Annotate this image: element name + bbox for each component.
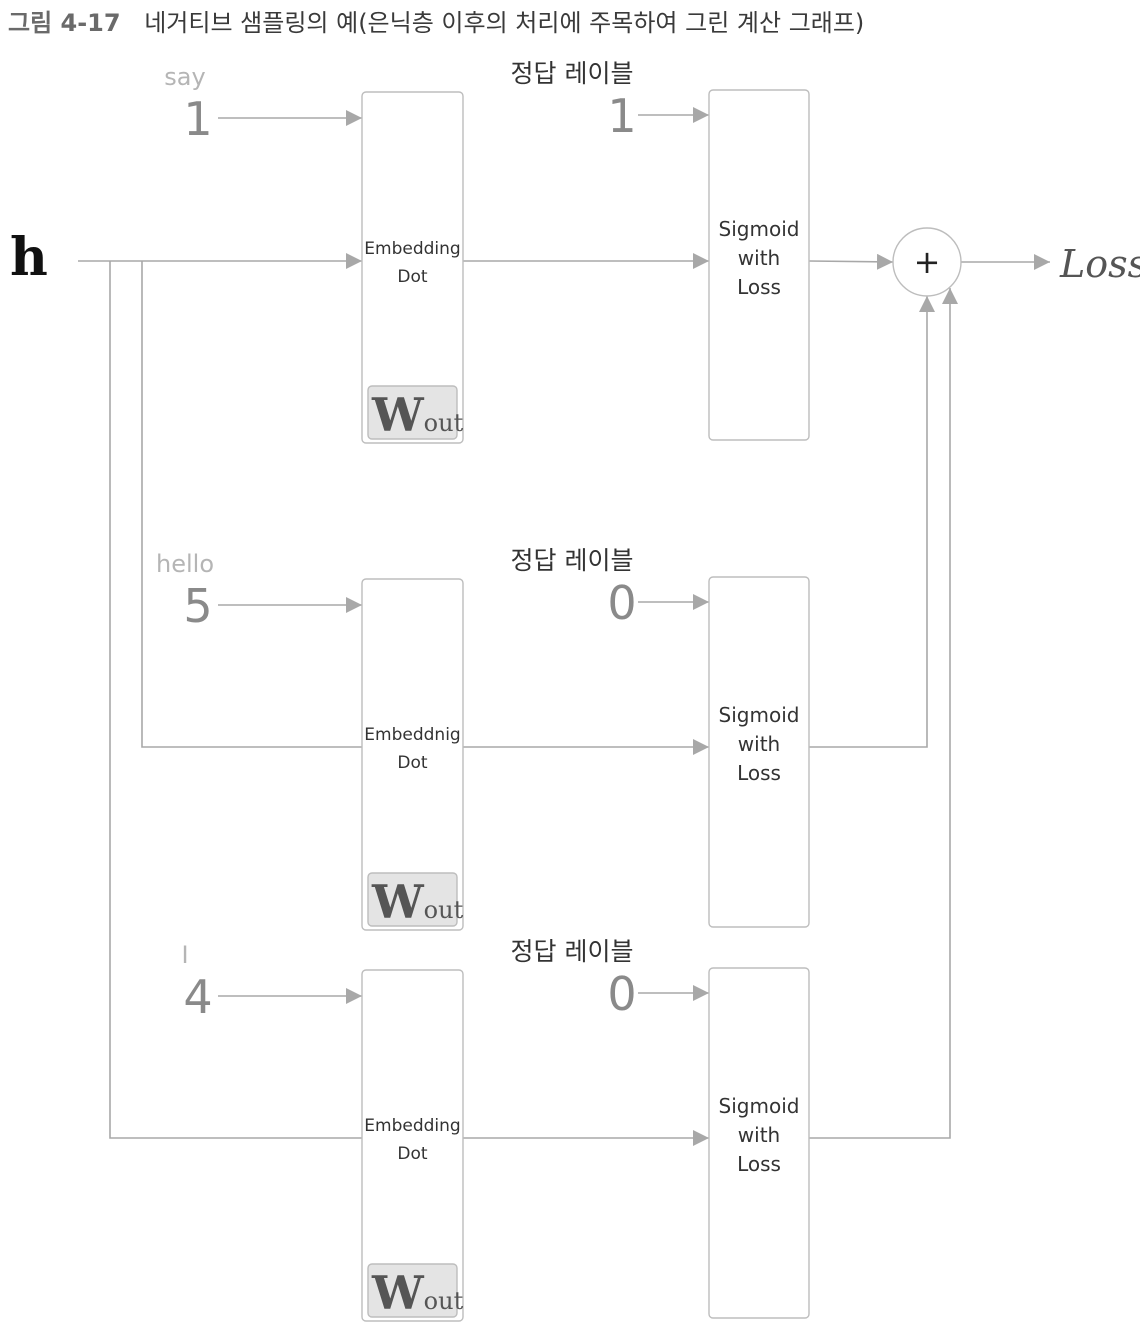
weight-main-3: W (371, 1266, 425, 1320)
word-label-1: say (164, 63, 205, 91)
embed-label-line-3-1: Embedding (364, 1116, 460, 1136)
embedding-dot-box-3 (361, 969, 464, 1322)
sigmoid-loss-box-3 (708, 967, 810, 1319)
word-index-2: 5 (183, 579, 212, 633)
embedding-dot-box-2 (361, 578, 464, 931)
embed-label-line-2-2: Dot (397, 753, 427, 773)
embed-label-line-1-2: Dot (397, 267, 427, 287)
embed-label-line-3-2: Dot (397, 1144, 427, 1164)
word-index-1: 1 (183, 92, 212, 146)
sigmoid-label-line-1-3: Loss (737, 275, 781, 299)
answer-heading-3: 정답 레이블 (511, 937, 634, 966)
sigmoid-label-line-2-3: Loss (737, 761, 781, 785)
output-loss-label: Loss (1059, 242, 1140, 286)
weight-sub-3: out (424, 1287, 464, 1315)
sigmoid-label-line-2-1: Sigmoid (719, 703, 800, 727)
answer-heading-2: 정답 레이블 (511, 546, 634, 575)
sigmoid-3-to-plus-arrow (809, 288, 958, 1139)
weight-sub-1: out (424, 409, 464, 437)
weight-box-3 (367, 1263, 458, 1318)
weight-box-2 (367, 872, 458, 927)
word-label-2: hello (156, 550, 214, 578)
weight-sub-2: out (424, 896, 464, 924)
embedding-dot-box-1 (361, 91, 464, 444)
sigmoid-1-to-plus-arrow (808, 253, 894, 270)
input-h-label: h (10, 227, 48, 288)
answer-heading-1: 정답 레이블 (511, 59, 634, 88)
weight-main-2: W (371, 875, 425, 929)
figure-number: 그림 4-17 (8, 9, 121, 37)
weight-label-3: Wout (371, 1266, 464, 1320)
answer-value-3: 0 (607, 967, 636, 1021)
sigmoid-label-line-2-2: with (738, 732, 780, 756)
h-to-embed-2-line (141, 261, 362, 748)
connection-lines (78, 107, 1050, 1146)
sigmoid-label-line-1-2: with (738, 246, 780, 270)
sigmoid-label-line-3-3: Loss (737, 1152, 781, 1176)
plus-node (892, 227, 962, 297)
word-index-3: 4 (183, 970, 212, 1024)
weight-label-1: Wout (371, 388, 464, 442)
sigmoid-2-to-plus-arrow (809, 296, 935, 748)
word-label-3: I (181, 941, 188, 969)
h-to-embed-3-line (109, 261, 362, 1139)
embed-label-line-1-1: Embedding (364, 239, 460, 259)
answer-value-1: 1 (607, 89, 636, 143)
weight-main-1: W (371, 388, 425, 442)
plus-symbol: + (914, 243, 941, 281)
graph-nodes (361, 89, 962, 1322)
answer-value-2: 0 (607, 576, 636, 630)
weight-label-2: Wout (371, 875, 464, 929)
figure-caption: 그림 4-17 네거티브 샘플링의 예(은닉층 이후의 처리에 주목하여 그린 … (8, 3, 864, 38)
weight-box-1 (367, 385, 458, 440)
sigmoid-label-line-1-1: Sigmoid (719, 217, 800, 241)
figure-title: 네거티브 샘플링의 예(은닉층 이후의 처리에 주목하여 그린 계산 그래프) (144, 9, 865, 37)
sigmoid-loss-box-2 (708, 576, 810, 928)
embed-label-line-2-1: Embeddnig (364, 725, 460, 745)
sigmoid-label-line-3-2: with (738, 1123, 780, 1147)
sigmoid-loss-box-1 (708, 89, 810, 441)
sigmoid-label-line-3-1: Sigmoid (719, 1094, 800, 1118)
